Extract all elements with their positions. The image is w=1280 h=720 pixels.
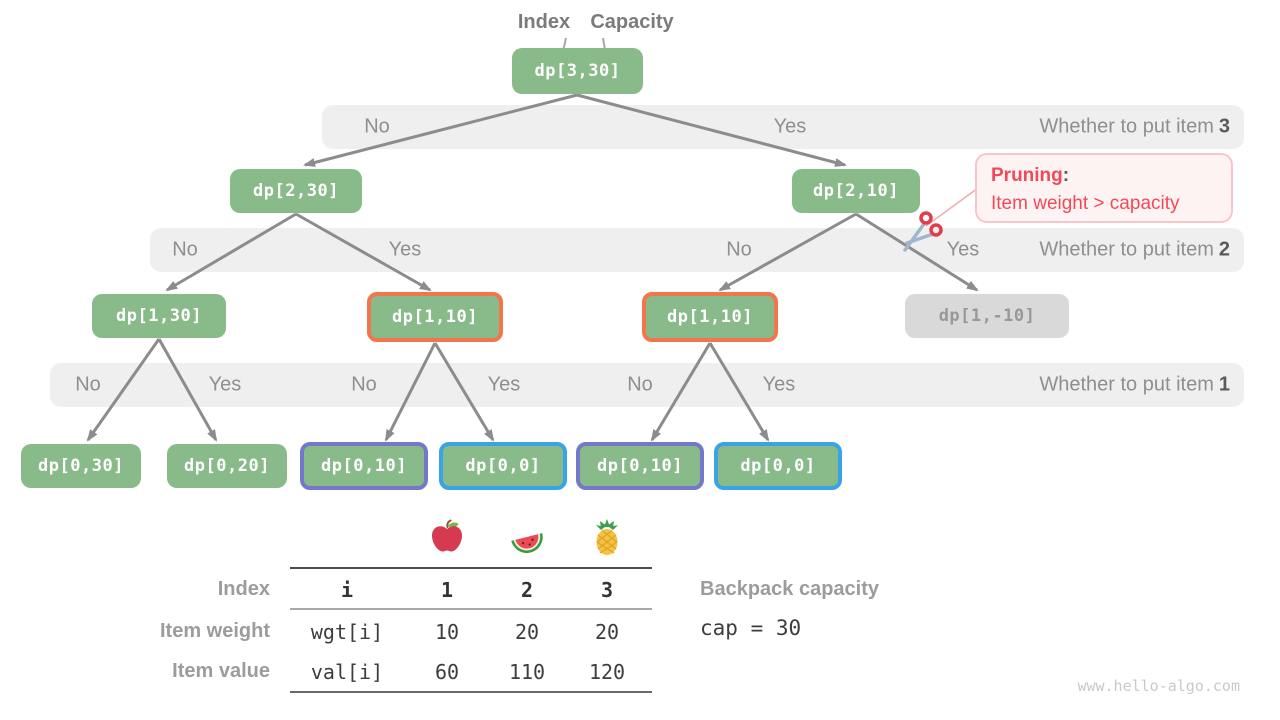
node-dp-1-neg10: dp[1,-10] bbox=[905, 294, 1069, 338]
band1-no2-label: No bbox=[351, 373, 377, 396]
table-cell: val[i] bbox=[310, 660, 384, 684]
table-cell: 20 bbox=[594, 620, 620, 644]
watermark: www.hello-algo.com bbox=[1077, 677, 1240, 695]
table-cell: 120 bbox=[588, 660, 626, 684]
watermelon-icon bbox=[511, 533, 543, 554]
band1-yes1-label: Yes bbox=[208, 373, 242, 396]
pineapple-icon bbox=[596, 519, 618, 555]
band-item-3 bbox=[322, 105, 1244, 149]
table-label-index: Index bbox=[217, 578, 270, 600]
table-label-value: Item value bbox=[172, 660, 270, 682]
band-item-1 bbox=[50, 363, 1244, 407]
band2-yes2-label: Yes bbox=[946, 238, 980, 261]
node-dp-1-10-a: dp[1,10] bbox=[367, 292, 503, 342]
table-mid-rule bbox=[290, 608, 652, 610]
pruning-title: Pruning bbox=[991, 165, 1063, 186]
node-dp-2-10: dp[2,10] bbox=[792, 169, 920, 213]
band1-no1-label: No bbox=[75, 373, 101, 396]
band3-no-label: No bbox=[364, 115, 390, 138]
node-dp-0-0-b: dp[0,0] bbox=[714, 442, 842, 490]
table-cell: 1 bbox=[440, 578, 454, 602]
capacity-pointer-label: Capacity bbox=[590, 11, 674, 33]
node-dp-0-20: dp[0,20] bbox=[167, 444, 287, 488]
band2-yes1-label: Yes bbox=[388, 238, 422, 261]
table-cell: 2 bbox=[520, 578, 534, 602]
table-cell: 20 bbox=[514, 620, 540, 644]
table-cell: 3 bbox=[600, 578, 614, 602]
node-dp-3-30: dp[3,30] bbox=[512, 48, 643, 94]
pruning-detail: Item weight > capacity bbox=[991, 193, 1180, 214]
node-dp-0-0-a: dp[0,0] bbox=[439, 442, 567, 490]
table-label-weight: Item weight bbox=[159, 620, 270, 642]
node-dp-0-10-b: dp[0,10] bbox=[576, 442, 704, 490]
band2-no2-label: No bbox=[726, 238, 752, 261]
table-cell: wgt[i] bbox=[310, 620, 384, 644]
backpack-capacity-label: Backpack capacity bbox=[700, 578, 880, 600]
table-cell: i bbox=[340, 578, 354, 602]
table-cell: 110 bbox=[508, 660, 546, 684]
band1-yes3-label: Yes bbox=[762, 373, 796, 396]
band1-yes2-label: Yes bbox=[487, 373, 521, 396]
band3-yes-label: Yes bbox=[773, 115, 807, 138]
table-bottom-rule bbox=[290, 691, 652, 693]
node-dp-0-30: dp[0,30] bbox=[21, 444, 141, 488]
node-dp-1-10-b: dp[1,10] bbox=[642, 292, 778, 342]
band2-no1-label: No bbox=[172, 238, 198, 261]
node-dp-1-30: dp[1,30] bbox=[92, 294, 226, 338]
band1-no3-label: No bbox=[627, 373, 653, 396]
apple-icon bbox=[432, 519, 462, 552]
node-dp-2-30: dp[2,30] bbox=[230, 169, 362, 213]
table-top-rule bbox=[290, 567, 652, 569]
table-cell: 10 bbox=[434, 620, 460, 644]
scissors-icon bbox=[903, 211, 943, 252]
table-cell: 60 bbox=[434, 660, 460, 684]
backpack-capacity-value: cap = 30 bbox=[700, 616, 802, 640]
index-pointer-label: Index bbox=[517, 11, 571, 33]
pruning-callout: Pruning: Item weight > capacity bbox=[975, 153, 1233, 223]
node-dp-0-10-a: dp[0,10] bbox=[300, 442, 428, 490]
